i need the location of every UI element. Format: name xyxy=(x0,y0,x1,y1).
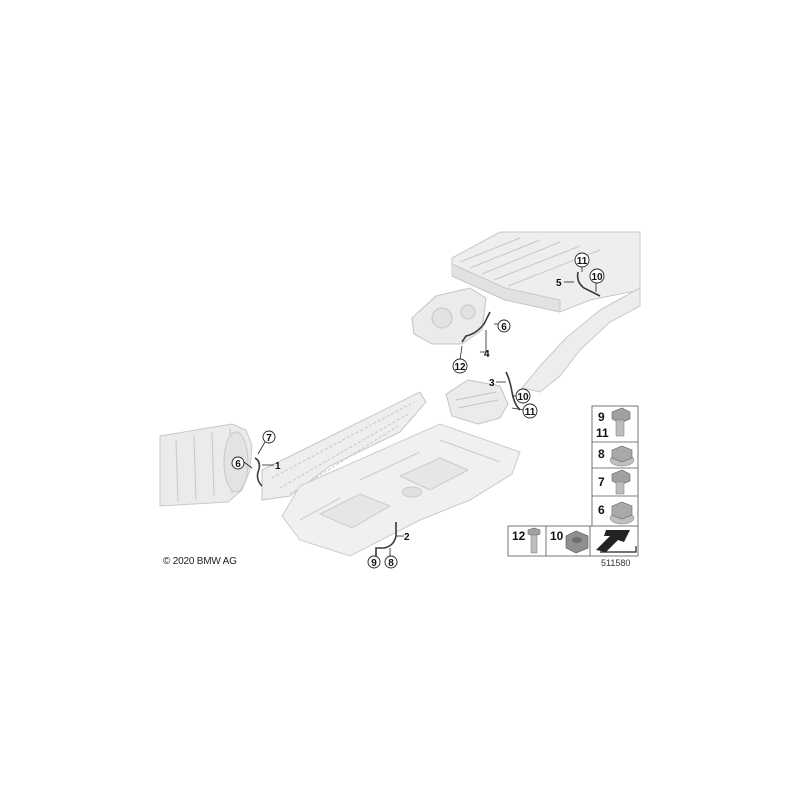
bottom-legend: 12 10 xyxy=(507,525,639,557)
nut-8-icon xyxy=(609,445,635,467)
direction-arrow-icon xyxy=(592,528,637,554)
callout-4: 4 xyxy=(484,349,490,360)
svg-text:2: 2 xyxy=(404,532,410,543)
callout-8: 8 xyxy=(384,555,398,569)
legend-label-10: 10 xyxy=(550,529,564,543)
legend-label-8: 8 xyxy=(598,447,605,461)
rear-floor-channel xyxy=(521,287,641,393)
svg-text:6: 6 xyxy=(235,459,241,470)
svg-text:3: 3 xyxy=(489,378,495,389)
legend-label-9: 9 xyxy=(598,410,605,424)
bolt-7-icon xyxy=(611,469,631,495)
svg-text:10: 10 xyxy=(591,272,603,283)
nut-6-icon xyxy=(609,501,635,525)
fastener-legend: 9 11 8 7 6 xyxy=(591,405,639,531)
callout-10-mid: 10 xyxy=(515,388,531,404)
rear-drive-unit xyxy=(411,287,487,345)
ground-cables xyxy=(254,271,601,556)
callout-9: 9 xyxy=(367,555,381,569)
bolt-12-icon xyxy=(527,527,541,554)
callout-6-upper: 6 xyxy=(497,319,511,333)
svg-text:5: 5 xyxy=(556,278,562,289)
legend-label-6: 6 xyxy=(598,503,605,517)
svg-text:1: 1 xyxy=(275,461,281,472)
cable-5 xyxy=(576,271,601,297)
svg-text:11: 11 xyxy=(525,407,536,418)
legend-label-12: 12 xyxy=(512,529,526,543)
cable-1 xyxy=(254,457,263,487)
control-unit xyxy=(445,379,509,425)
svg-text:8: 8 xyxy=(388,558,394,569)
callout-1: 1 xyxy=(275,461,281,472)
cable-4 xyxy=(461,311,491,343)
nut-10-icon xyxy=(565,530,589,554)
callout-11-mid: 11 xyxy=(522,403,538,419)
callout-3: 3 xyxy=(489,378,495,389)
svg-text:6: 6 xyxy=(501,322,507,333)
callout-10-top: 10 xyxy=(589,268,605,284)
drawing-id: 511580 xyxy=(601,558,631,568)
svg-text:4: 4 xyxy=(484,349,490,360)
floor-panel xyxy=(281,423,521,557)
cable-2 xyxy=(375,522,397,556)
bolt-9-11-icon xyxy=(611,407,631,437)
svg-text:7: 7 xyxy=(266,433,272,444)
svg-text:11: 11 xyxy=(577,256,588,267)
svg-text:9: 9 xyxy=(371,558,377,569)
cable-3 xyxy=(505,371,521,411)
callout-2: 2 xyxy=(404,532,410,543)
callout-12: 12 xyxy=(452,358,468,374)
copyright-notice: © 2020 BMW AG xyxy=(163,556,237,567)
legend-label-7: 7 xyxy=(598,475,605,489)
legend-label-11: 11 xyxy=(596,426,609,440)
callout-5: 5 xyxy=(556,278,562,289)
callout-7: 7 xyxy=(262,430,276,444)
svg-text:10: 10 xyxy=(517,392,529,403)
callout-11-top: 11 xyxy=(574,252,590,268)
callout-6-left: 6 xyxy=(231,456,245,470)
svg-text:12: 12 xyxy=(454,362,466,373)
